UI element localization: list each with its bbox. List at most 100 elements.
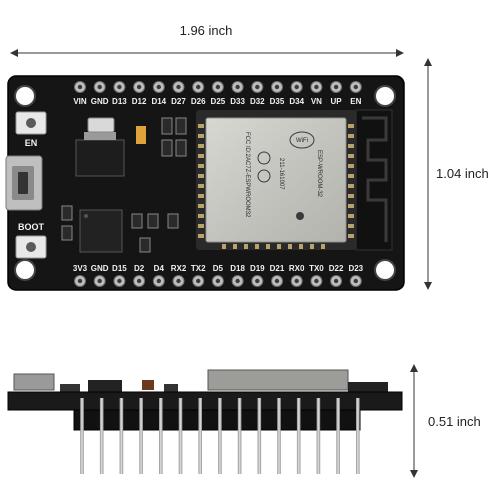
side-pin <box>237 398 242 474</box>
module-pad <box>198 214 204 218</box>
en-button[interactable]: EN <box>15 111 47 148</box>
module-pad <box>198 144 204 148</box>
boot-button[interactable]: BOOT <box>15 222 47 259</box>
bottom-pin-label: D15 <box>112 264 127 273</box>
module-pad <box>348 174 354 178</box>
module-pad <box>348 124 354 128</box>
side-pins <box>80 398 360 474</box>
module-pad <box>348 154 354 158</box>
height-label: 1.04 inch <box>436 166 489 181</box>
bottom-pin-label: D18 <box>230 264 245 273</box>
width-label: 1.96 inch <box>180 23 233 38</box>
top-pin-label: D35 <box>270 97 285 106</box>
pin-hole-center <box>156 84 161 90</box>
pin-hole-center <box>255 278 260 284</box>
pin-hole-center <box>156 278 161 284</box>
module-pad <box>198 124 204 128</box>
module-pad <box>198 154 204 158</box>
voltage-regulator <box>75 132 125 177</box>
top-pin-label: EN <box>350 97 361 106</box>
pin-hole-center <box>235 84 240 90</box>
pin-hole-center <box>97 84 102 90</box>
module-pad <box>348 194 354 198</box>
bottom-pin-label: 3V3 <box>73 264 88 273</box>
side-pin <box>119 398 124 474</box>
bottom-pin-label: GND <box>91 264 109 273</box>
svg-text:WiFi: WiFi <box>296 138 308 144</box>
module-pad <box>198 234 204 238</box>
module-pad <box>222 244 226 249</box>
pin-hole-center <box>176 84 181 90</box>
pin-hole-center <box>97 278 102 284</box>
module-pad <box>348 234 354 238</box>
module-pad <box>288 244 292 249</box>
side-component <box>60 384 80 392</box>
bottom-pin-label: TX2 <box>191 264 206 273</box>
bottom-pin-label: D4 <box>154 264 165 273</box>
antenna-trace <box>362 116 388 242</box>
side-pin <box>198 398 202 474</box>
module-pad <box>321 244 325 249</box>
bottom-pin-header <box>74 275 362 287</box>
side-pcb <box>7 391 403 411</box>
side-usb-port <box>13 373 55 391</box>
module-pad <box>198 174 204 178</box>
module-pad <box>277 244 281 249</box>
bottom-pin-label: D21 <box>270 264 285 273</box>
bottom-pin-label: D2 <box>134 264 145 273</box>
smd-components <box>61 117 187 253</box>
module-pad <box>348 164 354 168</box>
pin-hole-center <box>176 278 181 284</box>
pin-hole-center <box>333 278 339 284</box>
bottom-pin-label: D23 <box>348 264 363 273</box>
pin-hole-center <box>196 84 201 90</box>
top-pin-header <box>74 81 362 93</box>
top-pin-label: UP <box>331 97 343 106</box>
side-pin <box>80 398 84 474</box>
module-model: ESP-WROOM-32 <box>316 150 322 198</box>
pin-hole-center <box>117 84 122 90</box>
pin-hole-center <box>274 278 280 284</box>
pin-hole-center <box>314 84 319 90</box>
top-pin-label: VN <box>311 97 322 106</box>
side-pin <box>316 398 321 474</box>
top-pin-label: D34 <box>289 97 304 106</box>
bottom-pin-label: D22 <box>329 264 344 273</box>
mounting-hole <box>374 259 396 281</box>
pin-hole-center <box>294 278 299 284</box>
pin-hole-center <box>314 278 319 284</box>
width-dimension: 1.96 inch <box>10 23 404 57</box>
pin-hole-center <box>215 278 221 284</box>
module-pad <box>348 224 354 228</box>
side-pin <box>178 398 183 474</box>
height-dimension: 1.04 inch <box>424 58 489 290</box>
led <box>136 126 146 144</box>
top-pin-label: VIN <box>73 97 87 106</box>
mounting-hole <box>374 85 396 107</box>
side-pin <box>99 398 104 474</box>
thickness-dimension: 0.51 inch <box>410 364 481 478</box>
pin-hole-center <box>294 84 299 90</box>
module-pads <box>198 124 354 249</box>
pin-hole-center <box>136 278 142 284</box>
side-component <box>164 384 178 392</box>
side-module <box>207 369 349 391</box>
module-pad <box>198 164 204 168</box>
top-pin-label: D33 <box>230 97 245 106</box>
side-component <box>88 380 122 392</box>
module-pad <box>244 244 248 249</box>
side-pin <box>296 398 301 474</box>
board-side-view <box>7 369 403 474</box>
pin-hole-center <box>77 278 83 284</box>
usb-port-icon[interactable] <box>5 155 43 211</box>
bottom-pin-label: TX0 <box>309 264 324 273</box>
pin-hole-center <box>235 278 240 284</box>
usb-uart-chip <box>79 209 123 253</box>
module-dot <box>296 212 304 220</box>
bottom-pin-label: RX2 <box>171 264 187 273</box>
pin-hole-center <box>353 84 358 90</box>
module-pad <box>348 134 354 138</box>
